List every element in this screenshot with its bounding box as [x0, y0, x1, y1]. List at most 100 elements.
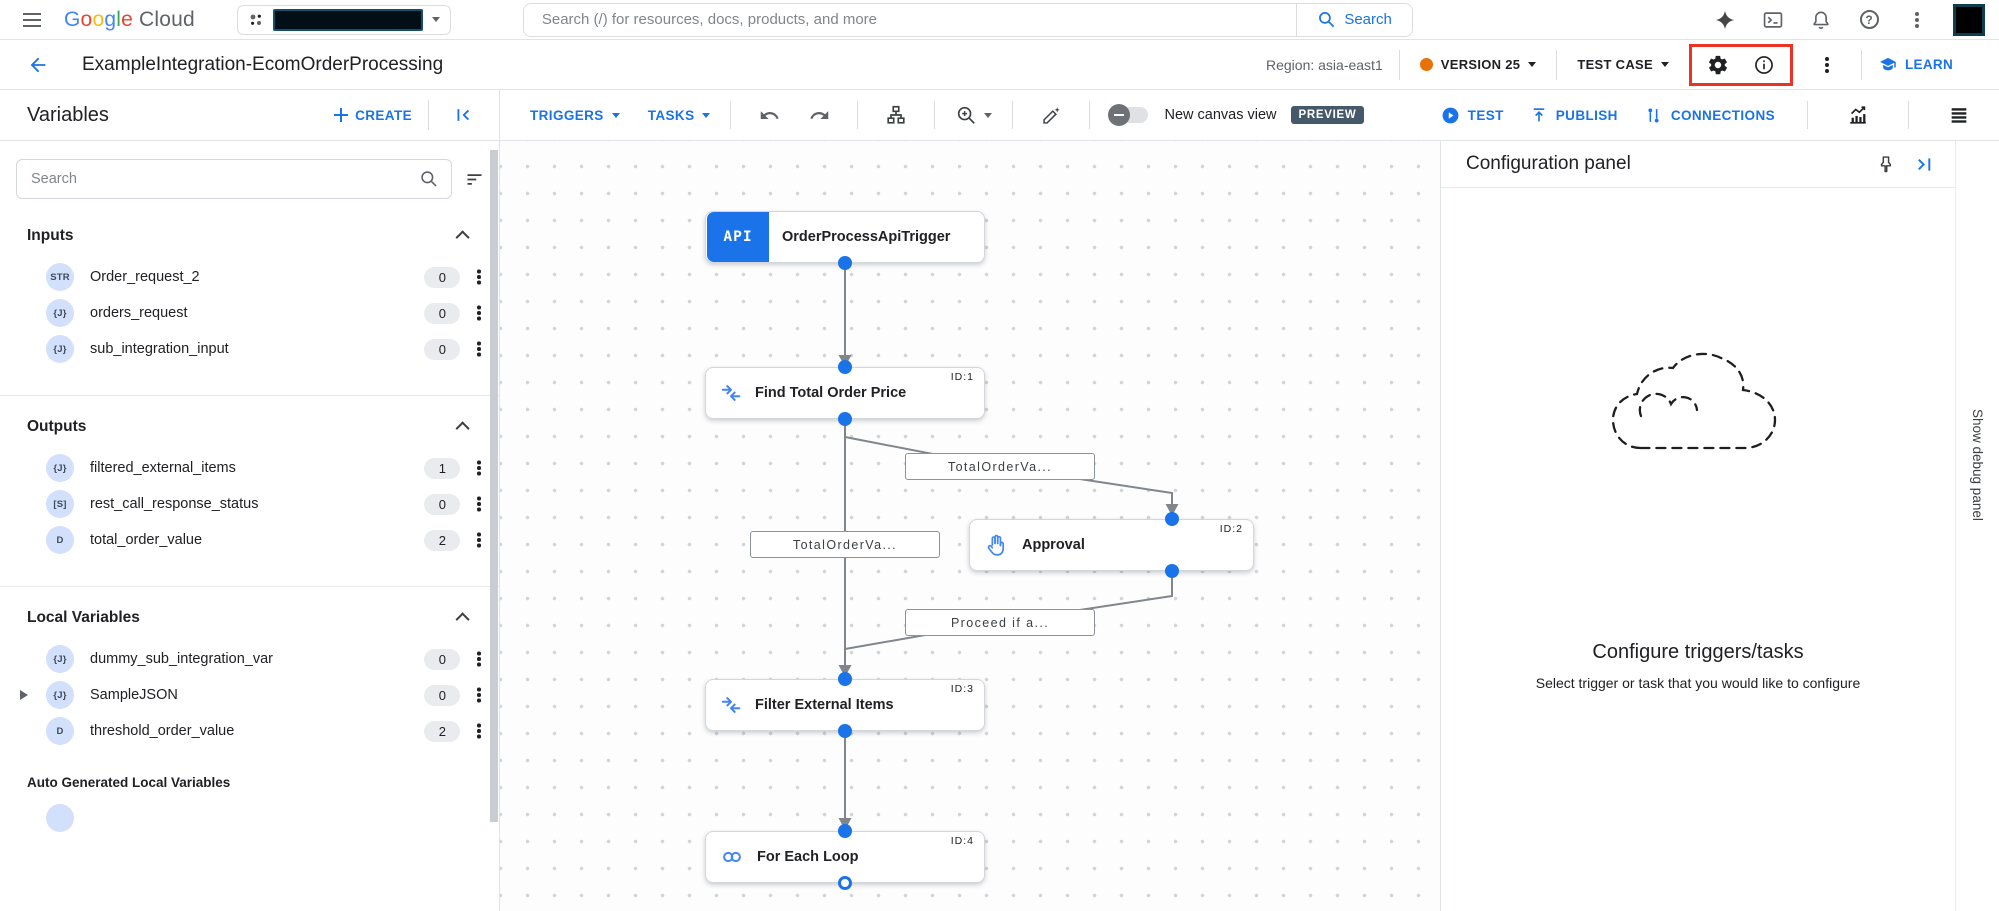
magic-edit-icon[interactable]: [1033, 97, 1069, 133]
divider: [1012, 101, 1014, 129]
auto-layout-icon[interactable]: [878, 97, 914, 133]
variable-row[interactable]: {J} orders_request 0: [0, 295, 499, 331]
connections-button[interactable]: CONNECTIONS: [1644, 106, 1775, 125]
more-options-kebab-icon[interactable]: [1899, 2, 1935, 38]
help-glyph: ?: [1865, 12, 1873, 27]
global-search: Search: [522, 2, 1413, 37]
global-search-input[interactable]: [523, 3, 1297, 36]
row-kebab-icon[interactable]: [477, 275, 481, 279]
chevron-up-icon[interactable]: [455, 230, 470, 245]
connection-dot[interactable]: [1165, 564, 1179, 578]
variable-row[interactable]: {J} filtered_external_items 1: [0, 450, 499, 486]
info-icon[interactable]: [1746, 47, 1782, 83]
collapse-right-icon[interactable]: [1914, 154, 1935, 175]
row-kebab-icon[interactable]: [477, 347, 481, 351]
account-avatar[interactable]: [1953, 3, 1985, 36]
learn-button[interactable]: LEARN: [1878, 55, 1953, 75]
variable-row[interactable]: {J} dummy_sub_integration_var 0: [0, 641, 499, 677]
chevron-up-icon[interactable]: [455, 612, 470, 627]
variable-search-input[interactable]: [31, 171, 419, 187]
connection-dot[interactable]: [838, 412, 852, 426]
row-kebab-icon[interactable]: [477, 693, 481, 697]
zoom-in-icon: [958, 106, 976, 124]
chevron-down-icon: [611, 112, 620, 118]
hamburger-menu-icon[interactable]: [14, 2, 50, 38]
chevron-up-icon[interactable]: [455, 421, 470, 436]
variable-row-partial[interactable]: [0, 800, 499, 836]
node-approval[interactable]: ID:2 Approval: [969, 519, 1254, 571]
undo-icon[interactable]: [751, 97, 787, 133]
edge-label[interactable]: TotalOrderVa...: [750, 531, 940, 558]
flow-canvas[interactable]: TotalOrderVa... TotalOrderVa... Proceed …: [500, 141, 1440, 911]
row-kebab-icon[interactable]: [477, 729, 481, 733]
show-debug-panel-tab[interactable]: Show debug panel: [1970, 409, 1985, 521]
help-icon[interactable]: ?: [1851, 2, 1887, 38]
section-title: Inputs: [27, 227, 74, 244]
row-kebab-icon[interactable]: [477, 466, 481, 470]
play-circle-icon: [1442, 107, 1459, 123]
chevron-down-icon: [1661, 62, 1669, 67]
connection-dot[interactable]: [838, 824, 852, 838]
connection-dot[interactable]: [1165, 512, 1179, 526]
row-kebab-icon[interactable]: [477, 502, 481, 506]
test-button[interactable]: TEST: [1441, 106, 1504, 125]
row-kebab-icon[interactable]: [477, 657, 481, 661]
sort-filter-icon[interactable]: [464, 169, 485, 190]
usage-count-badge: 0: [424, 266, 461, 288]
tasks-dropdown[interactable]: TASKS: [648, 108, 711, 123]
connection-dot[interactable]: [838, 672, 852, 686]
usage-count-badge: 0: [424, 338, 461, 360]
more-options-kebab-icon[interactable]: [1809, 47, 1845, 83]
edge-label[interactable]: TotalOrderVa...: [905, 453, 1095, 480]
new-canvas-view-toggle[interactable]: [1108, 104, 1149, 126]
zoom-dropdown[interactable]: [955, 104, 993, 126]
node-for-each-loop[interactable]: ID:4 For Each Loop: [705, 831, 985, 883]
row-kebab-icon[interactable]: [477, 538, 481, 542]
publish-icon: [1533, 108, 1545, 122]
triggers-dropdown[interactable]: TRIGGERS: [530, 108, 620, 123]
variable-row[interactable]: {J} sub_integration_input 0: [0, 331, 499, 367]
variable-row[interactable]: D threshold_order_value 2: [0, 713, 499, 749]
cloud-shell-icon[interactable]: [1755, 2, 1791, 38]
global-search-button[interactable]: Search: [1296, 3, 1412, 36]
project-selector[interactable]: [236, 4, 451, 35]
variable-row[interactable]: [S] rest_call_response_status 0: [0, 486, 499, 522]
variable-type-badge: {J}: [46, 299, 74, 327]
settings-gear-icon[interactable]: [1700, 47, 1736, 83]
logo-letter: o: [92, 7, 105, 31]
connection-dot[interactable]: [838, 724, 852, 738]
debug-panel-strip: Show debug panel: [1955, 141, 1999, 911]
inputs-section: Inputs STR Order_request_2 0 {J} orders_…: [0, 205, 499, 396]
expand-triangle-icon[interactable]: [20, 690, 28, 700]
usage-count-badge: 2: [424, 529, 461, 551]
edge-label[interactable]: Proceed if a...: [905, 609, 1095, 636]
search-icon: [421, 171, 437, 187]
publish-button[interactable]: PUBLISH: [1530, 106, 1618, 124]
node-title: Approval: [1022, 537, 1085, 553]
analytics-chart-icon[interactable]: [1840, 97, 1876, 133]
row-kebab-icon[interactable]: [477, 311, 481, 315]
pin-icon[interactable]: [1875, 154, 1896, 175]
variable-row[interactable]: {J} SampleJSON 0: [0, 677, 499, 713]
variable-type-badge: {J}: [46, 681, 74, 709]
notifications-bell-icon[interactable]: [1803, 2, 1839, 38]
variable-row[interactable]: STR Order_request_2 0: [0, 259, 499, 295]
collapse-panel-icon[interactable]: [445, 97, 481, 133]
connection-dot[interactable]: [838, 256, 852, 270]
gemini-icon[interactable]: [1707, 2, 1743, 38]
sidebar-scrollbar[interactable]: [490, 150, 498, 822]
connection-dot-hollow[interactable]: [838, 876, 852, 890]
divider: [730, 101, 732, 129]
logo-letter: G: [64, 7, 81, 31]
node-order-process-api-trigger[interactable]: API OrderProcessApiTrigger: [705, 211, 985, 263]
redo-icon[interactable]: [801, 97, 837, 133]
create-variable-button[interactable]: CREATE: [334, 108, 412, 123]
connection-dot[interactable]: [838, 360, 852, 374]
top-bar-icons: ?: [1707, 2, 1985, 38]
execution-logs-icon[interactable]: [1941, 97, 1977, 133]
variables-title: Variables: [27, 103, 109, 126]
version-dropdown[interactable]: VERSION 25: [1416, 57, 1541, 72]
test-case-dropdown[interactable]: TEST CASE: [1573, 57, 1673, 72]
back-arrow-icon[interactable]: [20, 47, 56, 83]
variable-row[interactable]: D total_order_value 2: [0, 522, 499, 558]
